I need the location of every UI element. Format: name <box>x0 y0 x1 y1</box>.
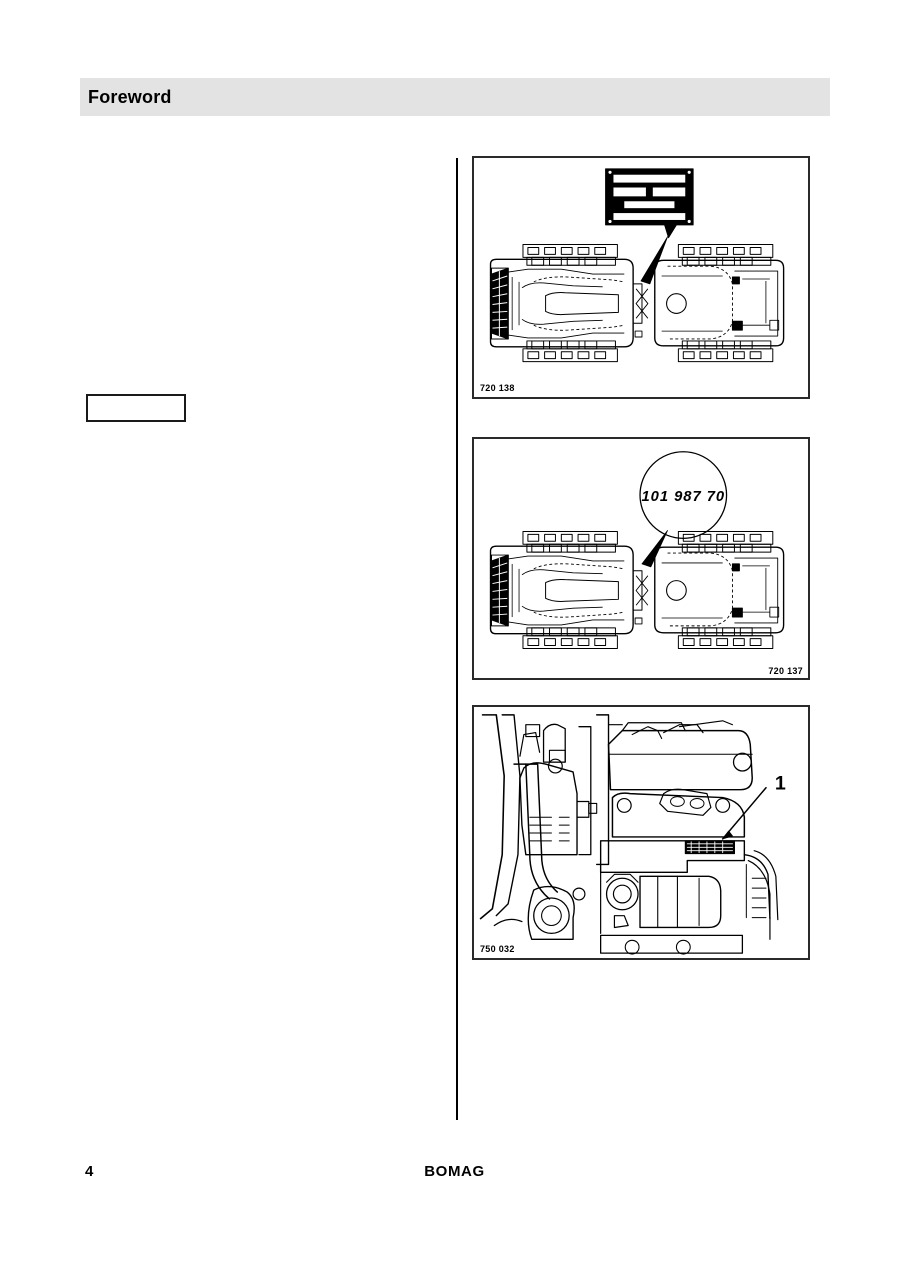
machine-top-view-drawing <box>489 168 785 363</box>
machine-front-half <box>489 244 649 363</box>
callout-label-1: 1 <box>775 773 786 795</box>
engine-block <box>599 840 779 934</box>
leader-pointer <box>640 236 668 285</box>
left-text-column <box>86 150 436 1110</box>
type-plate-graphic <box>605 168 694 239</box>
column-divider <box>456 158 458 1120</box>
flywheel-housing <box>747 859 771 940</box>
oil-pan <box>600 934 744 955</box>
valve-cover <box>607 720 753 791</box>
figure-caption: 720 138 <box>480 383 515 393</box>
machine-rear-half <box>654 530 785 649</box>
note-box <box>86 394 186 422</box>
section-header-banner <box>80 78 830 116</box>
machine-front-half <box>489 530 649 649</box>
page-title: Foreword <box>88 87 172 107</box>
figure-machine-type-plate-location: 720 138 <box>472 156 810 399</box>
crank-pulley <box>493 885 575 940</box>
engine-type-plate <box>684 840 736 855</box>
figure-machine-serial-number-location: 101 987 70 <box>472 437 810 680</box>
injection-pump <box>519 723 598 856</box>
figure-caption: 720 137 <box>768 666 803 676</box>
machine-rear-half <box>654 244 785 363</box>
leader-pointer <box>641 530 668 568</box>
figure-engine-type-plate-location: 1 750 032 <box>472 705 810 960</box>
footer-brand: BOMAG <box>424 1163 485 1180</box>
callout-1-leader <box>721 786 767 840</box>
engine-side-view-drawing: 1 <box>479 714 786 955</box>
engine-frame-members <box>578 714 623 866</box>
serial-number-magnifier: 101 987 70 <box>639 451 728 539</box>
intake-manifold <box>611 788 746 838</box>
footer-page-number: 4 <box>85 1163 94 1180</box>
starter-motor <box>572 873 722 929</box>
figure-caption: 750 032 <box>480 944 515 954</box>
fan-shroud <box>479 714 521 920</box>
machine-top-view-drawing-serial: 101 987 70 <box>489 451 785 649</box>
serial-number-text: 101 987 70 <box>641 489 725 505</box>
